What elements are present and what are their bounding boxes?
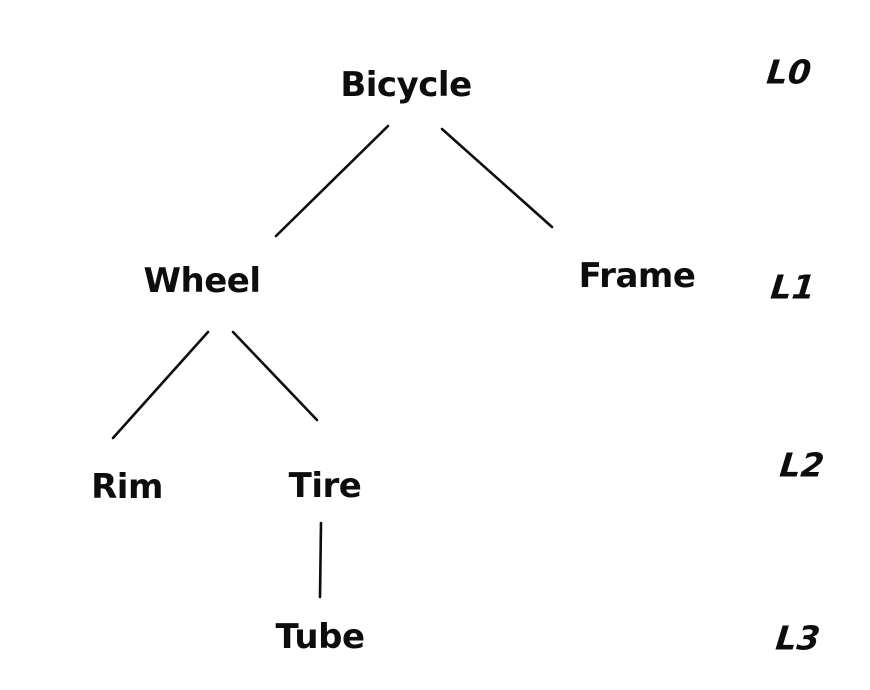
node-rim: Rim	[91, 467, 163, 507]
node-tire: Tire	[288, 466, 362, 506]
node-wheel: Wheel	[143, 261, 261, 301]
edge-tire-tube	[318, 521, 323, 599]
level-label-l2: L2	[777, 445, 827, 485]
edge-wheel-tire	[231, 330, 319, 422]
edge-bicycle-frame	[440, 127, 554, 229]
node-tube: Tube	[275, 617, 365, 657]
edge-bicycle-wheel	[274, 124, 390, 238]
level-label-l0: L0	[764, 52, 814, 92]
node-frame: Frame	[578, 256, 696, 296]
node-bicycle: Bicycle	[340, 65, 472, 105]
level-label-l1: L1	[768, 267, 818, 307]
level-label-l3: L3	[773, 618, 823, 658]
edge-wheel-rim	[111, 330, 210, 440]
